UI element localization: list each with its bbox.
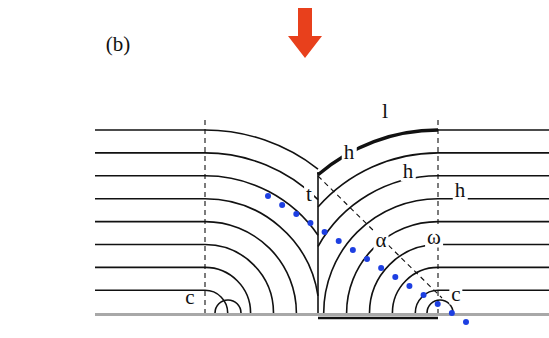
- layer-lines: [95, 130, 549, 313]
- tip-arc: [215, 300, 241, 313]
- layer-arc: [370, 245, 439, 314]
- layer-line: [438, 129, 549, 131]
- blue-dot: [307, 220, 313, 226]
- blue-dot: [293, 211, 299, 217]
- dashed-line: [204, 120, 205, 313]
- figure-label: h: [453, 180, 468, 201]
- layer-line: [438, 267, 549, 269]
- layer-line: [95, 175, 205, 177]
- crack-segment: [318, 317, 438, 319]
- layer-arc: [324, 199, 438, 313]
- blue-dot: [435, 301, 441, 307]
- figure-label: t: [304, 184, 314, 205]
- dashed-line: [437, 120, 438, 313]
- layer-line: [95, 244, 205, 246]
- figure-label: h: [342, 142, 357, 163]
- layer-arc: [318, 130, 438, 175]
- figure-label: h: [401, 161, 416, 182]
- blue-dot: [322, 229, 328, 235]
- layer-arc: [205, 267, 251, 313]
- figure-label: l: [380, 100, 390, 122]
- blue-dot: [406, 283, 412, 289]
- dashed-line: [318, 176, 442, 298]
- layer-line: [95, 152, 205, 154]
- blue-dot: [336, 238, 342, 244]
- blue-dot: [279, 202, 285, 208]
- figure-label: c: [449, 284, 462, 305]
- figure-label: ω: [425, 227, 443, 248]
- blue-dot: [463, 319, 469, 325]
- layer-arc: [205, 222, 296, 313]
- layer-line: [438, 175, 549, 177]
- blue-dot: [364, 256, 370, 262]
- layer-arc: [318, 153, 438, 207]
- blue-dot: [265, 193, 271, 199]
- substrate-line: [95, 313, 549, 316]
- blue-dot: [350, 247, 356, 253]
- layer-line: [95, 221, 205, 223]
- layer-line: [438, 221, 549, 223]
- figure-label: (b): [104, 34, 133, 55]
- blue-dot: [421, 292, 427, 298]
- layer-line: [438, 244, 549, 246]
- blue-dot: [378, 265, 384, 271]
- load-arrow: [288, 8, 322, 58]
- layer-line: [95, 129, 205, 131]
- dotted-line: [265, 193, 469, 325]
- blue-dot: [449, 310, 455, 316]
- center-line: [317, 172, 319, 313]
- blue-dot: [392, 274, 398, 280]
- figure-label: α: [373, 230, 388, 251]
- dashed-guides: [205, 120, 442, 313]
- layer-line: [95, 198, 205, 200]
- layer-arc: [205, 290, 228, 313]
- layer-arc: [205, 245, 274, 314]
- layer-arc: [205, 176, 318, 235]
- layer-line: [95, 267, 205, 269]
- layer-arc: [392, 267, 438, 313]
- layer-line: [438, 152, 549, 154]
- figure-label: c: [183, 287, 196, 308]
